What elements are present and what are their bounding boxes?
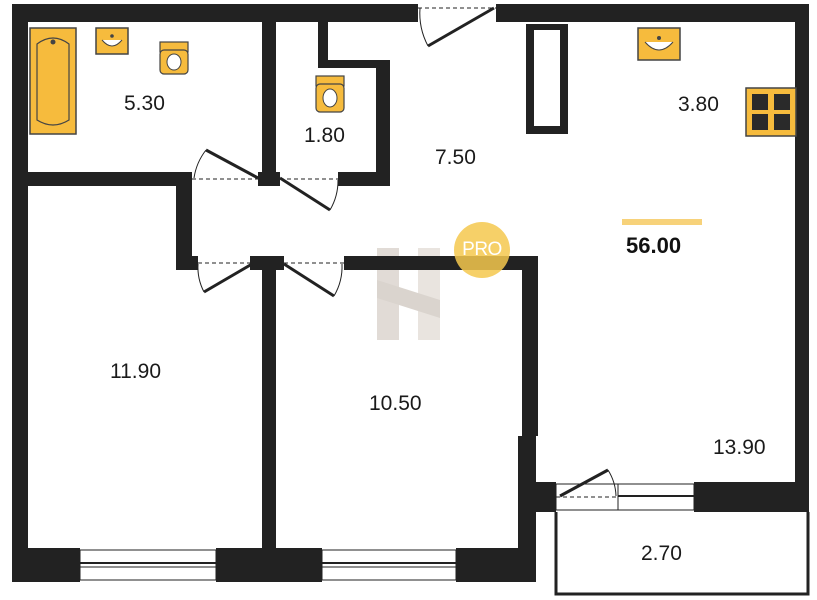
room-area-toilet: 1.80 [304,124,345,147]
room-area-bedroom-left: 11.90 [110,360,161,383]
room-area-living: 13.90 [713,436,766,459]
total-accent-bar [622,219,702,225]
sink-icon [95,27,129,55]
total-area: 56.00 [626,233,682,258]
room-area-hall: 7.50 [435,146,476,169]
sink-icon [637,27,681,61]
pro-badge: PRO [462,239,502,260]
room-area-bathroom: 5.30 [124,92,165,115]
toilet-icon [315,75,345,113]
toilet-icon [159,41,189,75]
room-area-kitchen: 3.80 [678,93,719,116]
balcony [554,512,810,596]
door-icon [192,6,619,511]
watermark-logo [377,248,440,340]
room-area-bedroom-mid: 10.50 [369,392,422,415]
room-area-balcony: 2.70 [641,542,682,565]
pro-badge-circle [454,222,510,278]
stove-icon [745,87,797,137]
bathtub-icon [29,27,77,135]
window-icon [79,483,695,581]
